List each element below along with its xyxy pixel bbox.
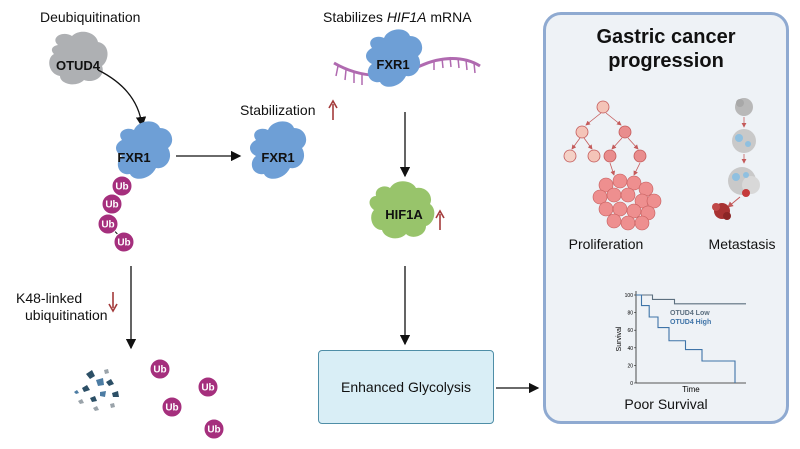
- metastasis-illustration: [712, 98, 760, 220]
- stabilizes-prefix: Stabilizes: [323, 9, 387, 25]
- hif1a-mrna-strand: [333, 56, 481, 85]
- hif1a-label: HIF1A: [385, 207, 423, 222]
- proliferation-cell-tree: [563, 100, 647, 176]
- chart-y-axis-label: Survival: [616, 326, 623, 351]
- chart-y-tick-label: 100: [625, 293, 634, 299]
- otud4-label: OTUD4: [56, 58, 101, 73]
- stabilizes-mrna-label: Stabilizes HIF1A mRNA: [323, 9, 472, 25]
- gastric-cancer-progression-panel: Gastric cancer progression: [543, 12, 789, 424]
- free-ub-2-label: Ub: [201, 383, 214, 394]
- fxr1-label-stabilized: FXR1: [261, 150, 294, 165]
- panel-title-line2: progression: [608, 50, 724, 72]
- panel-title: Gastric cancer progression: [546, 25, 786, 73]
- chart-series-line-1: [636, 294, 736, 383]
- ub-chain: Ub Ub Ub Ub: [97, 175, 135, 253]
- free-ub-4: Ub: [203, 418, 225, 440]
- k48-label-line2: ubiquitination: [25, 307, 108, 323]
- chart-series: [636, 294, 746, 383]
- free-ub-group: Ub Ub Ub Ub: [149, 358, 225, 440]
- fxr1-protein-left: FXR1: [116, 121, 173, 179]
- fxr1-label-mrna: FXR1: [376, 57, 409, 72]
- ub-bead-4-label: Ub: [117, 238, 130, 249]
- proliferation-tumor-mass: [592, 173, 662, 231]
- k48-down-arrow: [108, 292, 118, 313]
- fxr1-protein-stabilized: FXR1: [250, 121, 307, 179]
- poor-survival-label: Poor Survival: [624, 396, 708, 412]
- free-ub-3-label: Ub: [165, 403, 178, 414]
- metastasis-label: Metastasis: [708, 236, 776, 252]
- pathway-diagram: OTUD4 FXR1 Ub Ub Ub Ub FXR1: [49, 29, 540, 440]
- free-ub-1-label: Ub: [153, 365, 166, 376]
- free-ub-3: Ub: [161, 396, 183, 418]
- ub-bead-1-label: Ub: [115, 182, 128, 193]
- free-ub-1: Ub: [149, 358, 171, 380]
- chart-y-tick-label: 40: [627, 346, 633, 352]
- arrow-otud4-to-fxr1: [97, 69, 147, 128]
- chart-legend-entry-1: OTUD4 High: [670, 319, 711, 326]
- chart-axes: [635, 291, 746, 384]
- chart-y-tick-label: 60: [627, 328, 633, 334]
- otud4-protein: OTUD4: [49, 31, 108, 85]
- chart-series-line-0: [636, 294, 746, 305]
- chart-y-tick-label: 20: [627, 363, 633, 369]
- stabilization-up-arrow: [328, 99, 338, 120]
- degraded-protein-fragments: [74, 369, 119, 411]
- free-ub-4-label: Ub: [207, 425, 220, 436]
- chart-y-tick-label: 80: [627, 311, 633, 317]
- fxr1-protein-mrna: FXR1: [366, 29, 423, 87]
- deubiquitination-label: Deubiquitination: [40, 9, 141, 25]
- ub-bead-4: Ub: [113, 231, 135, 253]
- enhanced-glycolysis-box: Enhanced Glycolysis: [318, 350, 494, 424]
- stabilizes-suffix: mRNA: [426, 9, 472, 25]
- progression-illustrations: [563, 98, 760, 231]
- fxr1-label-left: FXR1: [117, 150, 150, 165]
- k48-label-line1: K48-linked: [16, 290, 83, 306]
- proliferation-label: Proliferation: [568, 236, 644, 252]
- ub-bead-2-label: Ub: [105, 200, 118, 211]
- stabilizes-gene: HIF1A: [386, 9, 427, 25]
- enhanced-glycolysis-label: Enhanced Glycolysis: [341, 379, 471, 395]
- chart-x-axis-label: Time: [682, 385, 700, 393]
- chart-y-tick-label: 0: [630, 381, 633, 387]
- ub-bead-3-label: Ub: [101, 220, 114, 231]
- ub-bead-1: Ub: [111, 175, 133, 197]
- stabilization-label: Stabilization: [240, 102, 316, 118]
- ub-bead-3: Ub: [97, 213, 119, 235]
- panel-title-line1: Gastric cancer: [596, 26, 736, 48]
- hif1a-up-arrow: [435, 209, 445, 230]
- k48-label: K48-linked ubiquitination: [16, 290, 108, 324]
- hif1a-protein: HIF1A: [369, 181, 435, 239]
- chart-y-ticks: 0 20 40 60 80 100: [625, 293, 636, 387]
- chart-legend-entry-0: OTUD4 Low: [670, 310, 710, 317]
- free-ub-2: Ub: [197, 376, 219, 398]
- ub-bead-2: Ub: [101, 193, 123, 215]
